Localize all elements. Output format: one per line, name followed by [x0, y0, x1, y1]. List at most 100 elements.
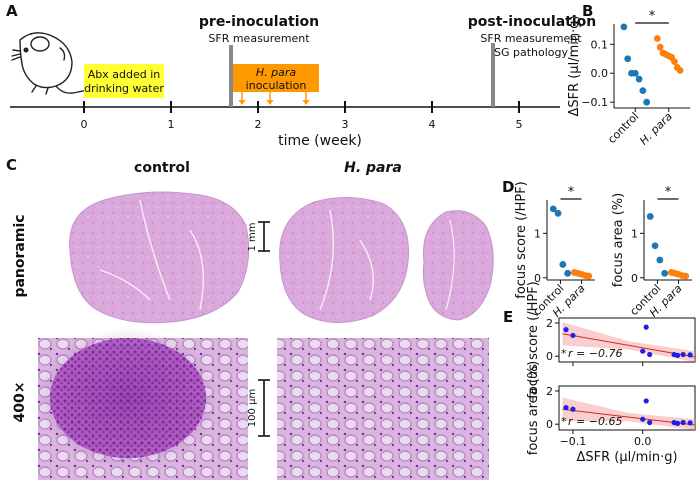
micrograph-control-infiltrate-halo [38, 328, 218, 468]
pre-inoculation-title: pre-inoculation [199, 14, 319, 30]
y-tick-label-0: 0 [546, 350, 553, 363]
data-point-control [643, 98, 651, 106]
micrograph-hpara [277, 338, 489, 480]
abx-label-line2: drinking water [84, 82, 164, 95]
panoramic-hpara-fissures-2 [445, 219, 455, 311]
data-point-control [631, 69, 639, 77]
panel-label-e: E [503, 308, 513, 326]
data-point [563, 327, 569, 333]
data-point [680, 351, 686, 358]
scale-bar-400x-label: 100 μm [247, 389, 258, 427]
x-tick-label-0: −0.1 [560, 435, 587, 448]
data-point-control [559, 261, 567, 268]
data-point [563, 404, 569, 411]
y-tick-label-2: 0.1 [591, 38, 609, 51]
data-point [570, 332, 576, 339]
scale-bar-panoramic [258, 221, 270, 252]
abx-box [84, 64, 164, 98]
timeline-tick-label-4: 4 [429, 118, 436, 131]
y-axis-label: focus score (/HPF) [526, 281, 541, 399]
data-point [643, 398, 649, 404]
mouse-icon [11, 32, 97, 97]
data-point-hpara [653, 35, 661, 42]
data-point [643, 324, 649, 330]
timeline-tick-label-5: 5 [516, 118, 523, 131]
row-title-400x: 400× [12, 382, 28, 423]
data-point-control [620, 23, 628, 31]
data-point-control [651, 242, 659, 250]
data-point-control [635, 75, 643, 83]
panel-label-d: D [502, 178, 514, 196]
scale-bar-400x [258, 379, 270, 437]
timeline-tick-label-3: 3 [342, 118, 349, 131]
data-point-hpara [585, 272, 593, 280]
significance-mark: * [649, 9, 656, 24]
hpara-label-line1: H. para [256, 66, 297, 79]
post-inoculation-subtitle-2: SG pathology [494, 46, 569, 59]
data-point [647, 351, 653, 358]
column-title-hpara: H. para [344, 160, 402, 176]
panoramic-control-tissue [69, 191, 250, 324]
panoramic-control-fissures [99, 199, 204, 311]
y-tick-label-1: 2 [546, 317, 553, 330]
y-tick-label-1: 0.0 [591, 67, 609, 80]
data-point-control [624, 55, 632, 63]
confidence-band [562, 322, 695, 362]
panoramic-hpara-tissue-1 [279, 196, 409, 324]
data-point-control [646, 213, 654, 220]
data-point [687, 420, 693, 426]
panoramic-hpara-tissue-2 [422, 210, 494, 321]
pre-inoculation-subtitle: SFR measurement [208, 32, 310, 45]
data-point-control [639, 87, 647, 95]
y-tick-label-0: 0 [534, 272, 541, 285]
data-point [647, 419, 653, 426]
post-inoculation-subtitle-1: SFR measurement [480, 32, 582, 45]
y-axis-label: focus score (/HPF) [514, 181, 529, 299]
timeline-ticks: 0 1 2 3 4 5 [81, 101, 523, 131]
hpara-label-line2: inoculation [246, 79, 307, 92]
y-tick-label-1: 1 [631, 227, 638, 240]
data-point-hpara [671, 58, 678, 66]
data-point-control [554, 209, 562, 217]
post-inoculation-marker [491, 43, 495, 107]
correlation-annotation: r = −0.65 [568, 415, 622, 428]
timeline-tick-label-0: 0 [81, 118, 88, 131]
panel-label-c: C [6, 156, 17, 174]
data-point [570, 406, 576, 412]
x-axis-label: ΔSFR (μl/min·g) [576, 450, 677, 465]
panoramic-hpara-fissures [319, 209, 375, 311]
pre-inoculation-marker [229, 45, 233, 107]
y-tick-label-0: 0 [631, 272, 638, 285]
data-point-control [656, 256, 664, 264]
y-tick-label-0: −0.1 [581, 96, 608, 109]
chart-e-focus-score: 0 2 *r = −0.76 focus score (/HPF) [526, 281, 696, 399]
data-point [640, 348, 646, 354]
timeline-tick-label-1: 1 [168, 118, 175, 131]
x-tick-label-0: control [605, 110, 641, 146]
timeline-xlabel: time (week) [278, 133, 362, 149]
data-point [687, 352, 693, 358]
data-point-hpara [676, 66, 684, 74]
timeline-tick-label-2: 2 [255, 118, 262, 131]
correlation-annotation: r = −0.76 [568, 347, 622, 360]
data-point [680, 419, 686, 426]
x-tick-label-1: H. para [637, 110, 675, 148]
y-axis-label: focus area (%) [611, 193, 626, 287]
annotation-mark: * [561, 347, 567, 360]
y-tick-label-1: 1 [534, 227, 541, 240]
data-point-control [661, 269, 669, 277]
data-point-control [549, 205, 557, 213]
data-point [674, 352, 681, 358]
column-title-control: control [134, 160, 190, 176]
plot-frame [558, 385, 696, 431]
data-point-hpara [656, 43, 664, 51]
post-inoculation-title: post-inoculation [468, 14, 596, 30]
significance-mark: * [568, 185, 575, 200]
y-axis-label: focus area (%) [526, 361, 541, 455]
hpara-box [233, 64, 319, 92]
panel-label-b: B [582, 2, 593, 20]
row-title-panoramic: panoramic [12, 214, 28, 297]
panel-label-a: A [6, 2, 18, 20]
